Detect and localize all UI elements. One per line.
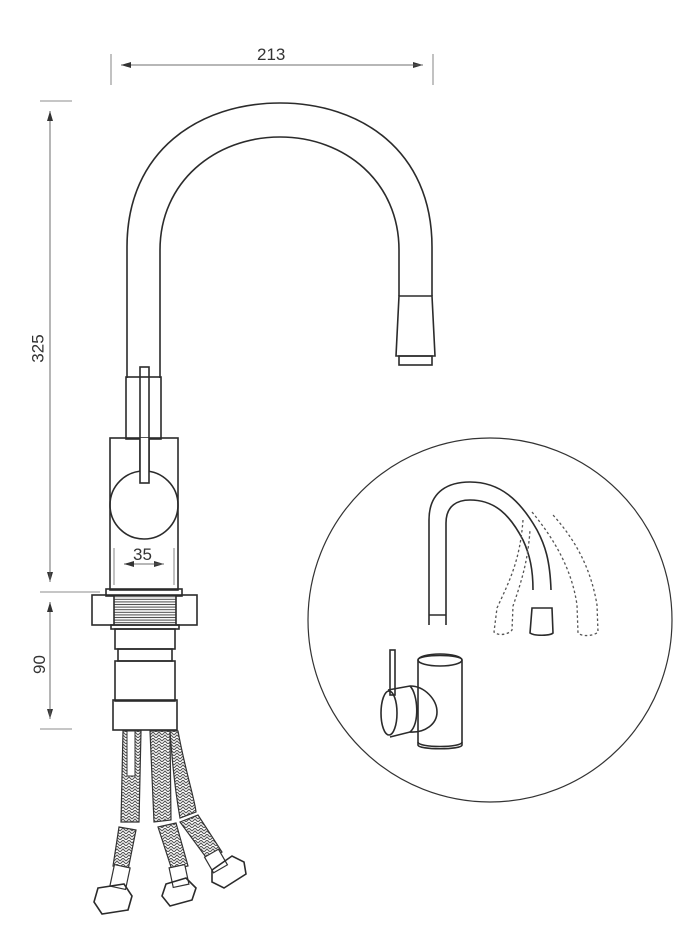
- spray-head: [395, 295, 436, 366]
- hose-nuts: [93, 848, 247, 915]
- dimension-35: [113, 548, 175, 585]
- mounting-nut-threaded-shank: [91, 588, 198, 731]
- dimension-label-90: 90: [29, 655, 49, 674]
- faucet-body: [109, 437, 179, 591]
- dimension-213: [110, 54, 434, 85]
- braided-supply-hoses: [112, 730, 223, 871]
- dimension-label-325: 325: [28, 334, 48, 363]
- dimension-325: [40, 100, 72, 582]
- gooseneck-spout: [126, 102, 433, 378]
- inset-perspective-view: [307, 437, 673, 803]
- dimension-90: [40, 591, 100, 730]
- dimension-label-213: 213: [257, 45, 286, 64]
- dimension-label-35: 35: [133, 545, 152, 564]
